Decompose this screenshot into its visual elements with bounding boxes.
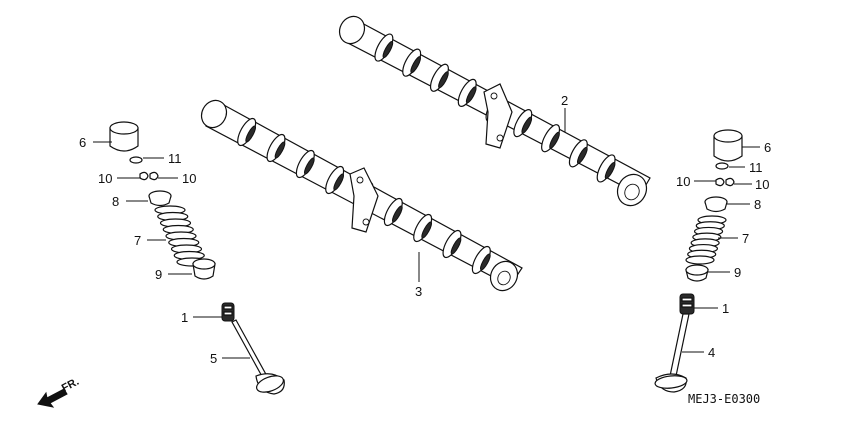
callout-10-left-a: 10 bbox=[98, 171, 112, 186]
camshaft-upper bbox=[338, 15, 651, 207]
spring-retainer-right bbox=[704, 196, 728, 213]
cam-lobe-shadow bbox=[465, 86, 477, 104]
callout-labels: 6 11 10 10 8 7 9 1 5 2 3 6 11 10 10 8 7 … bbox=[79, 93, 771, 366]
callout-4-right: 4 bbox=[708, 345, 715, 360]
cotters-left bbox=[139, 171, 159, 181]
callout-1-right: 1 bbox=[722, 301, 729, 316]
cam-lobe-shadow bbox=[421, 221, 433, 239]
cam-lobe-shadow bbox=[382, 41, 394, 59]
front-indicator-label: FR. bbox=[60, 376, 81, 395]
cam-lobe-shadow bbox=[438, 71, 449, 89]
cam-lobe-shadow bbox=[333, 173, 345, 191]
cotters-right bbox=[715, 177, 735, 187]
cam-lobe-shadow bbox=[303, 157, 315, 175]
cam-lobe-shadow bbox=[274, 141, 286, 159]
exhaust-valve-right bbox=[654, 313, 690, 393]
tappet-bucket-right bbox=[713, 129, 743, 162]
front-arrow-icon: FR. bbox=[37, 376, 81, 408]
cam-lobe-shadow bbox=[450, 237, 462, 255]
callout-3: 3 bbox=[415, 284, 422, 299]
cam-lobe-shadow bbox=[549, 131, 560, 149]
callout-8-left: 8 bbox=[112, 194, 119, 209]
right-valve-assembly bbox=[654, 129, 743, 393]
callout-7-left: 7 bbox=[134, 233, 141, 248]
callout-9-left: 9 bbox=[155, 267, 162, 282]
stem-seal-left bbox=[221, 302, 235, 322]
spring-retainer-left bbox=[148, 190, 172, 207]
left-valve-assembly bbox=[109, 121, 285, 395]
shim-left bbox=[129, 156, 143, 164]
cam-lobe-shadow bbox=[410, 56, 421, 74]
tappet-bucket-left bbox=[109, 121, 139, 152]
spring-coil bbox=[685, 255, 715, 265]
stem-seal-right bbox=[679, 293, 695, 315]
callout-6-right: 6 bbox=[764, 140, 771, 155]
callout-11-right: 11 bbox=[749, 160, 763, 175]
valve-spring-left bbox=[154, 205, 208, 267]
valve-spring-right bbox=[685, 215, 727, 265]
cam-lobe-shadow bbox=[577, 146, 588, 164]
diagram-code: MEJ3-E0300 bbox=[688, 392, 760, 406]
cam-lobe-shadow bbox=[479, 253, 491, 271]
callout-6-left: 6 bbox=[79, 135, 86, 150]
spring-seat-right bbox=[685, 264, 709, 282]
camshaft-lower bbox=[200, 99, 523, 292]
cam-lobe-shadow bbox=[604, 161, 616, 179]
callout-9-right: 9 bbox=[734, 265, 741, 280]
cam-lobe-shadow bbox=[391, 205, 403, 223]
spring-seat-left bbox=[192, 258, 216, 280]
callout-2: 2 bbox=[561, 93, 568, 108]
callout-10-right-a: 10 bbox=[676, 174, 690, 189]
callout-10-right-b: 10 bbox=[755, 177, 769, 192]
callout-7-right: 7 bbox=[742, 231, 749, 246]
callout-11-left: 11 bbox=[168, 151, 182, 166]
callout-1-left: 1 bbox=[181, 310, 188, 325]
shim-right bbox=[715, 162, 729, 170]
callout-5-left: 5 bbox=[210, 351, 217, 366]
cam-lobe-shadow bbox=[521, 116, 533, 134]
leader-lines bbox=[93, 108, 760, 359]
intake-valve-left bbox=[231, 319, 285, 395]
callout-10-left-b: 10 bbox=[182, 171, 196, 186]
callout-8-right: 8 bbox=[754, 197, 761, 212]
cam-lobe-shadow bbox=[245, 125, 257, 143]
